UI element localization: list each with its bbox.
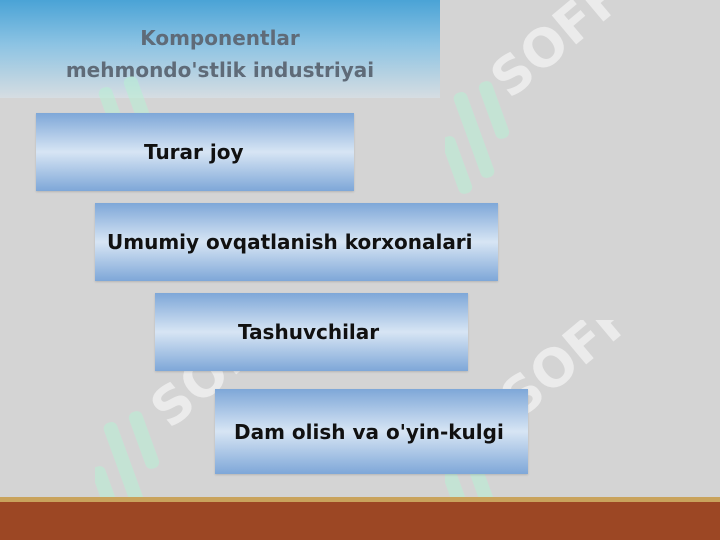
component-bar-4: Dam olish va o'yin-kulgi [215, 389, 528, 474]
header-banner [0, 0, 440, 98]
footer-band [0, 502, 720, 540]
component-label: Umumiy ovqatlanish korxonalari [107, 230, 473, 254]
footer-accent-line [0, 497, 720, 502]
component-bar-2: Umumiy ovqatlanish korxonalari [95, 203, 498, 281]
title-line-2: mehmondo'stlik industriyai [65, 58, 375, 82]
component-bar-1: Turar joy [36, 113, 354, 191]
svg-text:SOFF: SOFF [490, 0, 635, 110]
soff-watermark-logo [445, 81, 510, 194]
component-label: Dam olish va o'yin-kulgi [234, 419, 504, 444]
component-label: Turar joy [144, 140, 244, 164]
soff-watermark-text: SOFF [490, 0, 635, 110]
component-bar-3: Tashuvchilar [155, 293, 468, 371]
component-label: Tashuvchilar [238, 320, 380, 344]
slide-title: Komponentlar mehmondo'stlik industriyai [0, 22, 440, 86]
title-line-1: Komponentlar [140, 26, 300, 50]
